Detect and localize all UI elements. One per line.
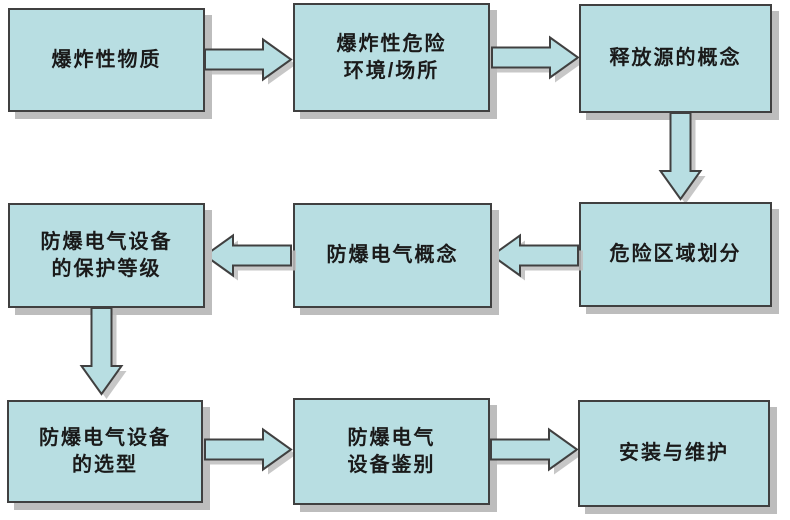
flow-arrow-2-to-3-right-icon [491,35,583,83]
flow-arrow-6-to-7-down-icon [79,307,127,399]
flow-node-equipment-selection: 防爆电气设备 的选型 [7,400,203,503]
flow-node-equipment-protection-level: 防爆电气设备 的保护等级 [8,203,205,308]
flow-node-explosion-proof-electrical-concept: 防爆电气概念 [293,203,492,308]
flow-node-explosive-hazardous-environment: 爆炸性危险 环境/场所 [293,3,490,112]
flow-arrow-8-to-9-right-icon [490,427,582,475]
flow-arrow-7-to-8-right-icon [204,427,296,475]
flow-arrow-5-to-6-left-icon [203,233,296,281]
flow-arrow-1-to-2-right-icon [204,37,296,85]
flow-node-equipment-identification: 防爆电气 设备鉴别 [293,398,490,505]
flow-node-hazardous-area-classification: 危险区域划分 [579,202,772,307]
flow-arrow-3-to-4-down-icon [658,112,706,204]
flow-node-installation-and-maintenance: 安装与维护 [578,400,770,507]
flow-node-explosive-substances: 爆炸性物质 [8,8,205,112]
flow-arrow-4-to-5-left-icon [490,233,583,281]
flow-node-release-source-concept: 释放源的概念 [579,4,772,113]
